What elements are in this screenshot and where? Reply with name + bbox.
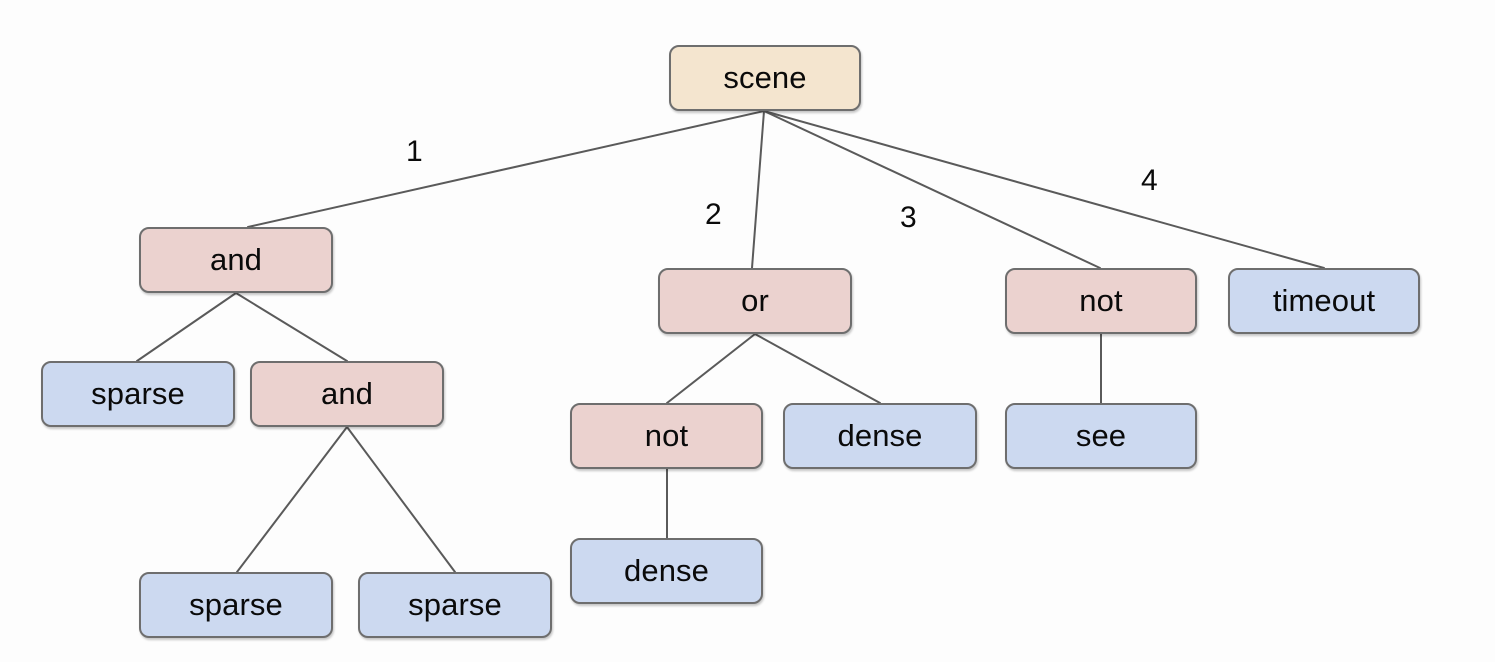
edge-label-2: 2 — [705, 198, 722, 231]
tree-node-label: not — [644, 417, 689, 453]
tree-node-label: dense — [837, 417, 923, 453]
tree-node-label: timeout — [1272, 282, 1376, 318]
tree-node-dense2[interactable]: dense — [570, 538, 763, 604]
edge-and1-to-sparse1 — [136, 292, 237, 362]
tree-node-see[interactable]: see — [1005, 403, 1197, 469]
tree-node-label: not — [1079, 282, 1123, 318]
tree-node-label: dense — [624, 552, 709, 588]
edge-or1-to-dense1 — [754, 333, 881, 404]
edge-scene-to-not1 — [763, 110, 1101, 269]
edge-label-1: 1 — [406, 135, 423, 168]
tree-node-not2[interactable]: not — [570, 403, 763, 469]
tree-node-and2[interactable]: and — [250, 361, 444, 427]
tree-node-dense1[interactable]: dense — [783, 403, 977, 469]
edge-label-4: 4 — [1141, 164, 1158, 197]
tree-node-sparse2[interactable]: sparse — [139, 572, 333, 638]
edge-label-3: 3 — [900, 201, 917, 234]
tree-node-label: or — [741, 282, 769, 318]
tree-node-and1[interactable]: and — [139, 227, 333, 293]
tree-node-label: see — [1075, 417, 1127, 453]
tree-node-label: and — [320, 375, 374, 411]
tree-node-sparse1[interactable]: sparse — [41, 361, 235, 427]
tree-node-sparse3[interactable]: sparse — [358, 572, 552, 638]
tree-node-timeout[interactable]: timeout — [1228, 268, 1420, 334]
tree-node-label: sparse — [91, 375, 185, 411]
edge-and2-to-sparse2 — [236, 426, 348, 573]
edge-and1-to-and2 — [235, 292, 348, 362]
edge-scene-to-timeout — [763, 110, 1325, 269]
tree-node-label: scene — [723, 59, 807, 95]
tree-node-or1[interactable]: or — [658, 268, 852, 334]
edge-or1-to-not2 — [666, 333, 756, 404]
tree-node-label: and — [209, 241, 263, 277]
tree-node-scene[interactable]: scene — [669, 45, 861, 111]
tree-node-not1[interactable]: not — [1005, 268, 1197, 334]
tree-node-label: sparse — [408, 586, 502, 622]
edge-scene-to-and1 — [247, 110, 765, 228]
edge-and2-to-sparse3 — [346, 426, 456, 573]
tree-node-label: sparse — [189, 586, 283, 622]
edge-scene-to-or1 — [751, 110, 765, 269]
